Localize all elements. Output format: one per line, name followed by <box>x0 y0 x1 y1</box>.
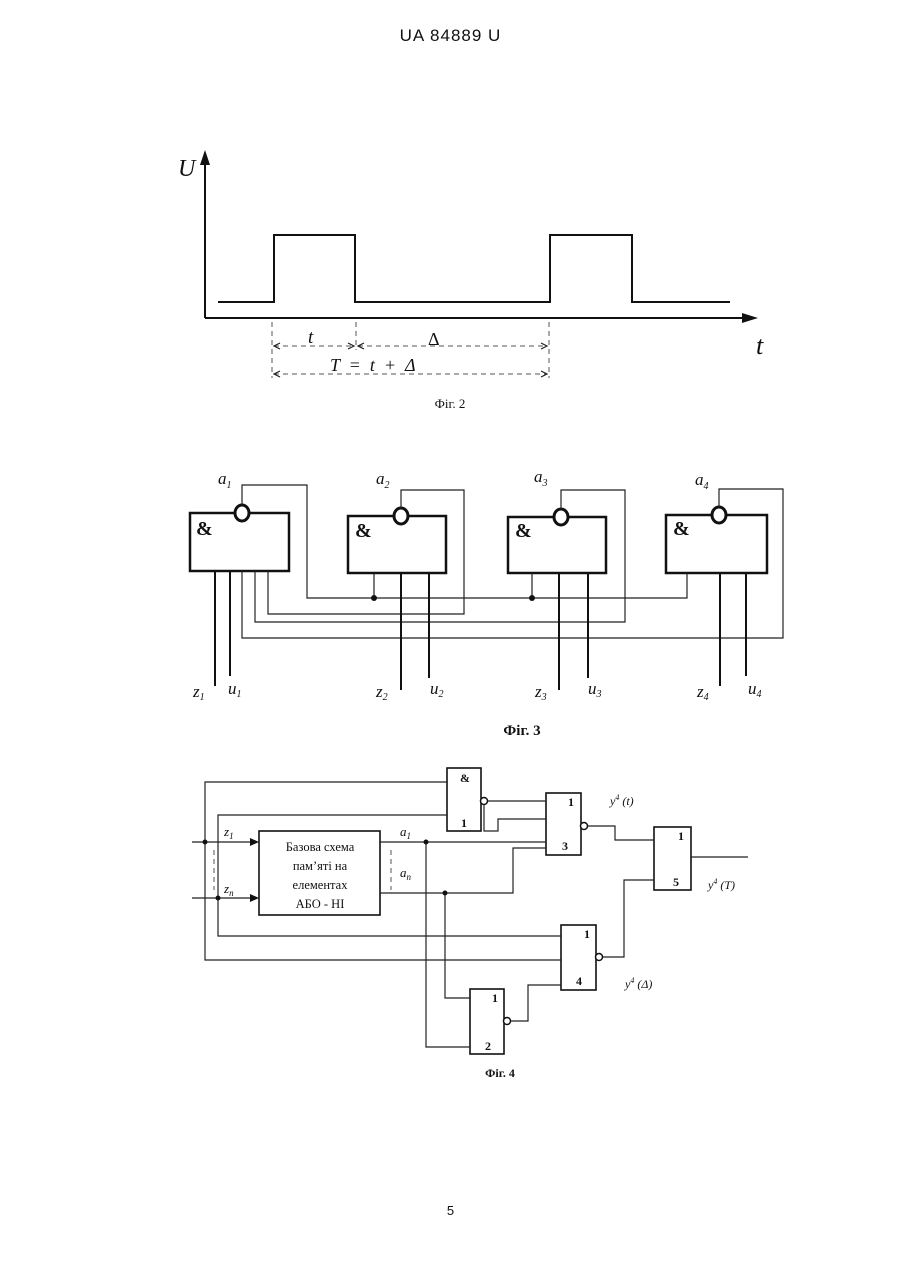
junction-dot <box>203 840 208 845</box>
output-a2-label: a2 <box>376 469 390 491</box>
figure-4-circuit: Базова схема пам’яті на елементах АБО - … <box>192 768 748 1080</box>
and-symbol: & <box>515 520 532 542</box>
gate-symbol: 1 <box>678 829 684 843</box>
arrow-right-icon <box>250 894 259 902</box>
wire-an-to-gate2 <box>445 893 470 998</box>
arrow-right-icon <box>250 838 259 846</box>
gate-number: 2 <box>485 1039 491 1053</box>
x-axis-arrow-icon <box>742 313 758 323</box>
pulse-waveform <box>218 235 730 302</box>
inverter-bubble-icon <box>581 823 588 830</box>
and-symbol: & <box>196 518 213 540</box>
wire-and-feedback <box>484 805 546 831</box>
input-u4-label: u4 <box>748 679 762 700</box>
gate-symbol: 1 <box>584 927 590 941</box>
x-axis-label: t <box>756 331 764 360</box>
input-zn-label: zn <box>223 881 234 898</box>
gate-and-symbol: & <box>460 771 470 785</box>
inverter-bubble-icon <box>554 509 568 525</box>
input-z1-label: z1 <box>223 824 234 841</box>
output-a3-label: a3 <box>534 467 548 489</box>
input-u1-label: u1 <box>228 679 242 700</box>
wire-gate4-to-gate5 <box>603 880 654 957</box>
wire-a1-to-gate2 <box>426 842 470 1047</box>
output-y-delta-label: y4 (Δ) <box>624 976 652 991</box>
figure-3-circuit: & & & & a1 a2 a3 a4 z1 u1 z2 u2 z3 u3 z4 <box>190 467 783 739</box>
junction-dot <box>529 595 535 601</box>
wire-gate3-to-gate5 <box>588 826 654 840</box>
inverter-bubble-icon <box>481 798 488 805</box>
inverter-bubble-icon <box>235 505 249 521</box>
output-a1-label: a1 <box>400 824 411 841</box>
y-axis-arrow-icon <box>200 150 210 165</box>
inverter-bubble-icon <box>712 507 726 523</box>
gate-number: 3 <box>562 839 568 853</box>
period-formula: T = t + Δ <box>330 355 416 375</box>
input-z4-label: z4 <box>696 682 709 703</box>
inverter-bubble-icon <box>504 1018 511 1025</box>
input-z3-label: z3 <box>534 682 547 703</box>
figure-4-caption: Фіг. 4 <box>485 1066 515 1080</box>
junction-dot <box>371 595 377 601</box>
base-block-text: елементах <box>293 878 349 892</box>
figure-2-caption: Фіг. 2 <box>435 396 466 411</box>
wire-gate2-to-gate4 <box>511 985 561 1021</box>
junction-dot <box>424 840 429 845</box>
gate-number: 4 <box>576 974 582 988</box>
inverter-bubble-icon <box>394 508 408 524</box>
gate-symbol: 1 <box>492 991 498 1005</box>
junction-dot <box>443 891 448 896</box>
input-u2-label: u2 <box>430 679 444 700</box>
y-axis-label: U <box>178 156 197 182</box>
pulse-width-label: t <box>308 327 314 348</box>
base-block-text: Базова схема <box>286 840 355 854</box>
gate-number: 5 <box>673 875 679 889</box>
inverter-bubble-icon <box>596 954 603 961</box>
gate-symbol: 1 <box>568 795 574 809</box>
junction-dot <box>216 896 221 901</box>
input-z1-label: z1 <box>192 682 205 703</box>
base-block-text: АБО - НІ <box>296 897 345 911</box>
figure-2-timing-diagram: U t t Δ T = t + Δ Фіг. 2 <box>178 150 764 411</box>
input-u3-label: u3 <box>588 679 602 700</box>
gap-label: Δ <box>428 329 440 349</box>
gate-number: 1 <box>461 816 467 830</box>
and-symbol: & <box>355 520 372 542</box>
output-y-T-label: y4 (T) <box>707 877 735 892</box>
output-a1-label: a1 <box>218 469 232 491</box>
and-symbol: & <box>673 518 690 540</box>
output-an-label: an <box>400 865 412 882</box>
base-block-text: пам’яті на <box>293 859 348 873</box>
page-number: 5 <box>0 1203 901 1218</box>
input-z2-label: z2 <box>375 682 388 703</box>
output-a4-label: a4 <box>695 470 709 492</box>
output-y-t-label: y4 (t) <box>609 793 634 808</box>
figure-3-caption: Фіг. 3 <box>503 723 540 739</box>
